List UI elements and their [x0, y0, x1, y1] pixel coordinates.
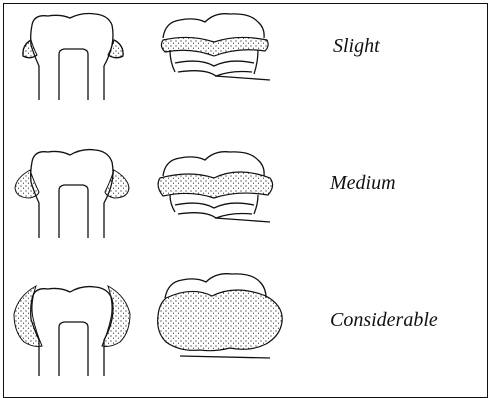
deposit-left-considerable: [14, 286, 42, 347]
row-considerable: [14, 274, 282, 376]
deposit-band-medium: [158, 172, 272, 198]
tooth-side-view-slight: [23, 14, 123, 101]
row-slight: [23, 14, 270, 101]
deposit-left-slight: [23, 40, 37, 58]
deposit-band-slight: [161, 37, 268, 56]
deposit-right-medium: [105, 170, 129, 198]
deposit-right-slight: [108, 40, 123, 58]
severity-label-considerable: Considerable: [330, 309, 438, 332]
severity-label-slight: Slight: [333, 35, 380, 58]
tooth-side-view-medium: [31, 150, 113, 238]
deposit-left-medium: [15, 170, 39, 198]
row-medium: [15, 150, 273, 238]
deposit-right-considerable: [102, 286, 130, 347]
tooth-side-view-considerable: [31, 287, 113, 376]
severity-label-medium: Medium: [330, 172, 396, 195]
deposit-crown-considerable: [158, 290, 283, 351]
